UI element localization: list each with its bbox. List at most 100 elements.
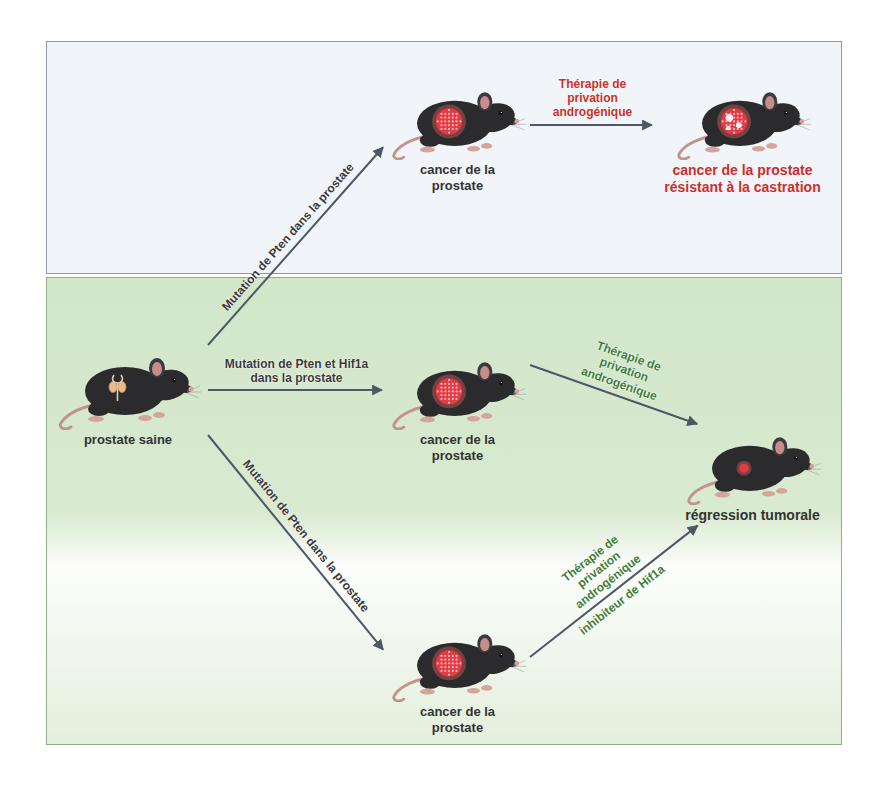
mouse-eye: [172, 378, 176, 382]
tumor-cell: [440, 394, 442, 396]
tumor-cell: [733, 124, 735, 126]
tumor-cell: [440, 120, 442, 122]
mouse-whisker: [808, 469, 821, 470]
tumor-cell: [744, 120, 746, 122]
tumor-cell: [448, 128, 450, 130]
mouse-whisker: [513, 119, 525, 124]
node-label: régression tumorale: [665, 507, 840, 524]
prostate-duct: [113, 375, 123, 401]
tumor-cell: [455, 659, 457, 661]
tumor-cell: [733, 113, 735, 115]
arrow-connector: [208, 147, 383, 345]
mouse-eye-light: [501, 382, 502, 383]
tumor-cell: [455, 390, 457, 392]
tumor-cell: [455, 398, 457, 400]
tumor-cell: [440, 655, 442, 657]
tumor-cell: [733, 109, 735, 111]
mouse-ear: [149, 358, 165, 378]
arrow-connector: [208, 389, 382, 391]
mouse-foot: [138, 415, 152, 421]
mouse-foot: [481, 685, 492, 691]
mouse-illustration: [385, 80, 530, 160]
mouse-foot: [467, 688, 480, 694]
tumor-cell: [448, 124, 450, 126]
tumor-cell: [440, 387, 442, 389]
tumor-cell: [444, 398, 446, 400]
mouse-foot: [776, 488, 787, 494]
tumor-cell: [740, 120, 742, 122]
tumor-cell: [440, 117, 442, 119]
mouse-foot: [715, 492, 730, 498]
resistant-patch: [726, 126, 731, 131]
tumor-cell: [455, 124, 457, 126]
tumor-cell: [455, 128, 457, 130]
tumor: [436, 650, 462, 676]
tumor-cell: [452, 390, 454, 392]
tumor-cell: [452, 128, 454, 130]
tumor: [436, 378, 462, 404]
tumor-cell: [740, 128, 742, 130]
mouse-eye: [499, 381, 503, 385]
mouse-foot: [420, 147, 435, 153]
tumor-cell: [437, 120, 439, 122]
mouse-node: cancer de la prostate résistant à la cas…: [655, 80, 830, 196]
tumor-cell: [448, 117, 450, 119]
mouse-ear: [477, 92, 492, 111]
mouse-foot: [705, 147, 720, 153]
tumor-cell: [444, 128, 446, 130]
mouse-foot: [481, 143, 492, 149]
tumor: [436, 108, 462, 134]
tumor-cell: [452, 662, 454, 664]
mouse-ear-inner: [152, 362, 162, 376]
tumor-cell: [733, 120, 735, 122]
mouse-figure: [689, 437, 821, 504]
tumor-cell: [455, 662, 457, 664]
tumor-cell: [459, 120, 461, 122]
mouse-whisker: [808, 464, 820, 469]
node-label: cancer de la prostate: [403, 704, 513, 735]
tumor-cell: [444, 387, 446, 389]
tumor-cell: [733, 117, 735, 119]
tumor-cell: [440, 670, 442, 672]
mouse-eye-light: [174, 379, 175, 380]
tumor-cell: [440, 398, 442, 400]
mouse-node: cancer de la prostate: [385, 350, 530, 463]
mouse-whisker: [513, 124, 526, 125]
tumor-cell: [440, 128, 442, 130]
tumor-cell: [448, 674, 450, 676]
mouse-illustration: [385, 350, 530, 430]
tumor-cell: [444, 124, 446, 126]
tumor-cell: [444, 662, 446, 664]
mouse-illustration: [385, 622, 530, 702]
tumor-cell: [444, 113, 446, 115]
tumor-cell: [444, 394, 446, 396]
mouse-whisker: [513, 395, 524, 400]
edge-label: Thérapie de privation androgénique: [545, 77, 640, 120]
tumor-cell: [455, 387, 457, 389]
mouse-node: prostate saine: [48, 345, 208, 448]
tumor-cell: [444, 117, 446, 119]
mouse-foot: [153, 412, 165, 418]
tumor-cell: [452, 117, 454, 119]
mouse-ear-inner: [765, 96, 774, 109]
tumor-cell: [459, 390, 461, 392]
tumor-cell: [448, 398, 450, 400]
tumor-glow: [717, 104, 751, 138]
mouse-eye: [784, 111, 788, 115]
tumor-cell: [440, 390, 442, 392]
mouse-figure: [679, 92, 811, 159]
mouse-foot: [467, 416, 480, 422]
tumor-cell: [437, 662, 439, 664]
mouse-node: régression tumorale: [665, 425, 840, 524]
bottom-panel: [47, 278, 842, 745]
tumor: [739, 464, 748, 473]
tumor-cell: [452, 670, 454, 672]
mouse-whisker: [513, 394, 526, 395]
tumor-cell: [444, 670, 446, 672]
tumor-cell: [455, 113, 457, 115]
mouse-illustration: [53, 345, 203, 430]
tumor-glow: [432, 646, 466, 680]
tumor-cell: [448, 670, 450, 672]
mouse-illustration: [680, 425, 825, 505]
mouse-whisker: [798, 119, 810, 124]
